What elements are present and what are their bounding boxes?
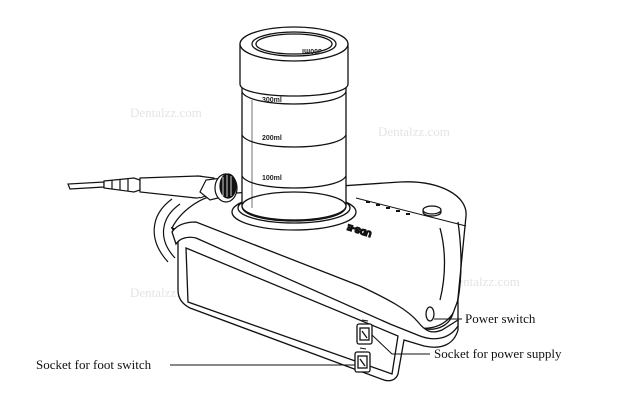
watermark-text: Dentalzz.com	[378, 124, 450, 139]
foot-switch-socket	[354, 347, 371, 373]
power-knob	[199, 173, 238, 203]
device-body: UDS-E	[170, 181, 467, 382]
power-switch-label: Power switch	[465, 311, 536, 326]
power-supply-socket	[356, 319, 373, 345]
power-supply-leader	[371, 334, 393, 355]
handpiece-cable	[153, 198, 181, 263]
watermark-text: Dentalzz.com	[130, 105, 202, 120]
handpiece	[67, 175, 217, 199]
power-supply-socket-label: Socket for power supply	[434, 346, 562, 361]
graduation-100-label: 100ml	[262, 175, 282, 182]
foot-switch-socket-label: Socket for foot switch	[36, 357, 152, 372]
graduation-200-label: 200ml	[262, 135, 282, 142]
watermark-text: Dentalzz.com	[448, 274, 520, 289]
graduation-300-label: 300ml	[262, 97, 282, 104]
cap-label: 300ml	[302, 47, 322, 54]
water-bottle	[231, 26, 357, 231]
